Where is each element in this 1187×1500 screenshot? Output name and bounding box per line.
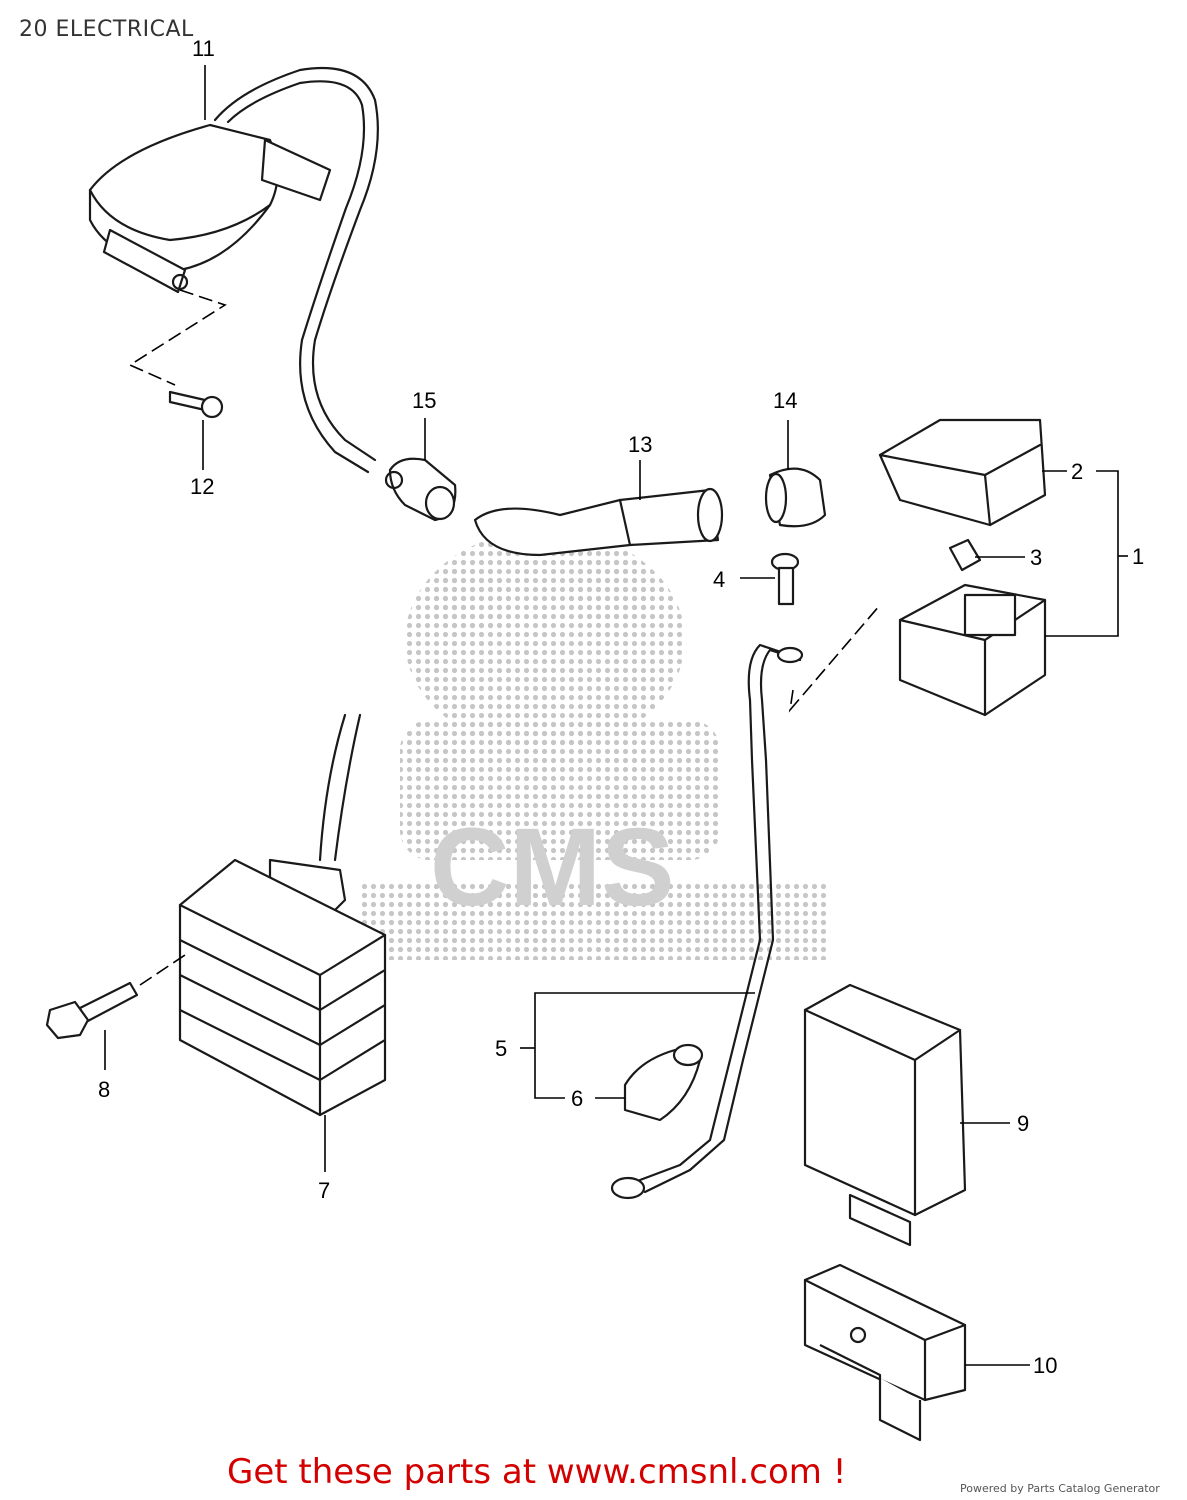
boot (473, 487, 724, 557)
shop-banner-link[interactable]: Get these parts at www.cmsnl.com ! (227, 1452, 847, 1492)
terminal-boot (623, 1043, 704, 1122)
callout-1: 1 (1132, 544, 1144, 569)
regulator-rectifier (178, 713, 387, 1117)
plug-cap (384, 457, 457, 522)
callout-9: 9 (1017, 1111, 1029, 1136)
watermark-text: CMS (430, 806, 674, 929)
starter-relay (898, 583, 1047, 717)
fuse (948, 538, 982, 572)
relay-cover (878, 418, 1047, 527)
bolt-small (770, 552, 800, 606)
callout-3: 3 (1030, 545, 1042, 570)
mounting-bolt (45, 981, 139, 1040)
grommet (764, 467, 827, 528)
callout-13: 13 (628, 432, 652, 457)
callout-7: 7 (318, 1178, 330, 1203)
screw (168, 390, 224, 419)
callout-8: 8 (98, 1077, 110, 1102)
callout-14: 14 (773, 388, 797, 413)
leader-lines (104, 65, 1128, 1366)
igniter-bracket (803, 1263, 967, 1442)
watermark-logo: CMS (360, 530, 830, 960)
callout-4: 4 (713, 567, 725, 592)
ignition-coil (88, 66, 379, 474)
callout-11: 11 (192, 36, 215, 61)
callout-10: 10 (1033, 1353, 1057, 1378)
page-title: 20 ELECTRICAL (19, 17, 194, 42)
callout-12: 12 (190, 474, 214, 499)
powered-by-note: Powered by Parts Catalog Generator (960, 1482, 1160, 1495)
callout-5: 5 (495, 1036, 507, 1061)
battery-cable (610, 643, 804, 1200)
callout-15: 15 (412, 388, 436, 413)
callout-6: 6 (571, 1086, 583, 1111)
callout-2: 2 (1071, 459, 1083, 484)
igniter-unit (803, 983, 967, 1247)
